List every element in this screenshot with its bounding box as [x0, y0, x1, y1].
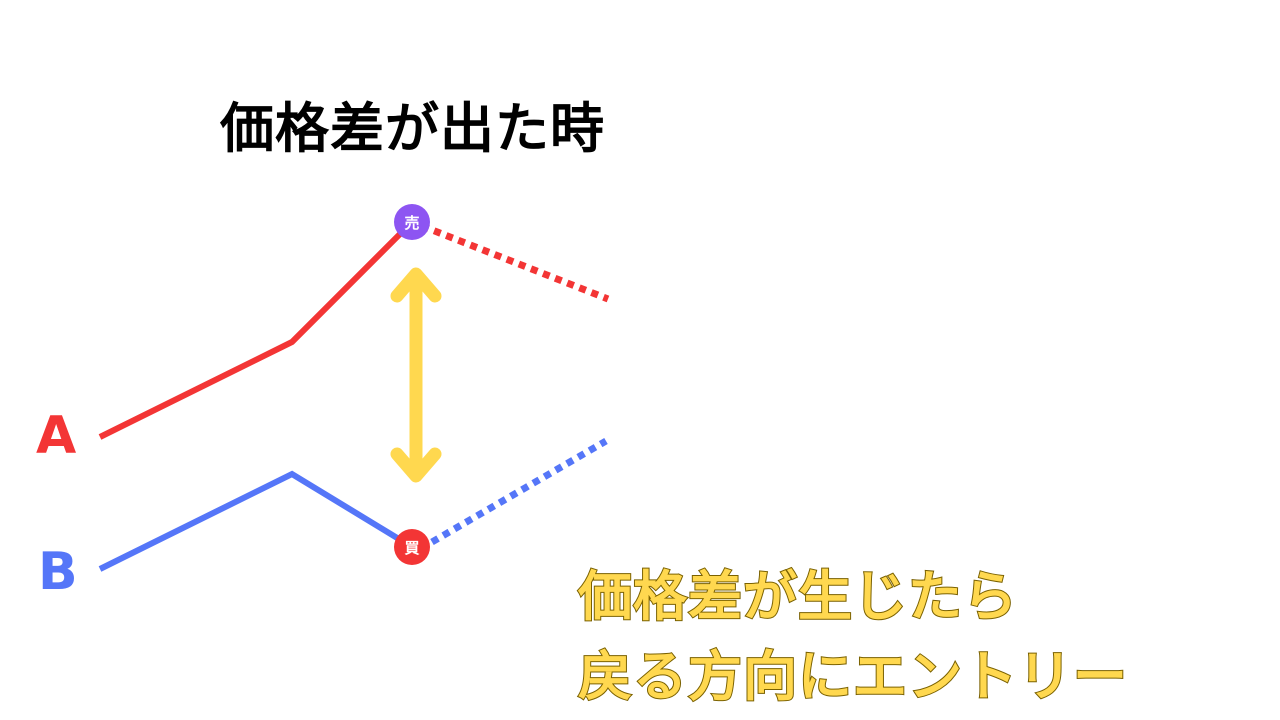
caption-line-1: 価格差が生じたら	[577, 564, 1018, 629]
buy-marker-label: 買	[404, 539, 419, 557]
line-b-projection	[430, 437, 608, 546]
series-b-label: B	[38, 542, 78, 602]
double-arrow-icon	[390, 267, 442, 483]
sell-marker-label: 売	[404, 214, 419, 232]
diagram-title: 価格差が出た時	[220, 97, 605, 160]
sell-marker: 売	[394, 204, 430, 240]
line-a-solid	[98, 219, 415, 440]
buy-marker: 買	[394, 529, 430, 565]
line-b-solid	[98, 470, 414, 572]
line-a-projection	[420, 222, 610, 303]
caption-line-2: 戻る方向にエントリー	[577, 644, 1128, 709]
series-a-label: A	[36, 406, 77, 466]
